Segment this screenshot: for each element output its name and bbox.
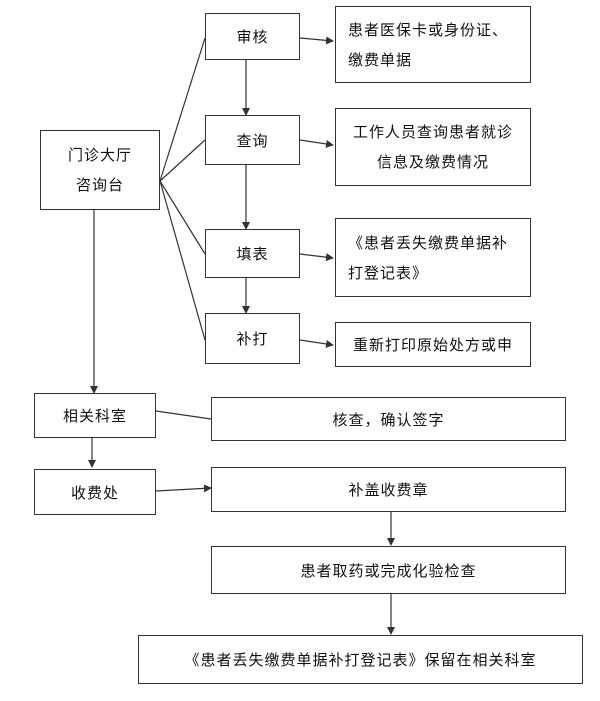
reprint-box: 补打 — [205, 313, 300, 364]
lobby-line-2: 咨询台 — [75, 176, 124, 194]
review-note-box: 患者医保卡或身份证、 缴费单据 — [335, 6, 531, 83]
arrow-review-note — [299, 36, 334, 45]
reprint-note-box: 重新打印原始处方或申 — [335, 322, 531, 367]
fill-box: 填表 — [205, 229, 300, 278]
dept-note-label: 核查，确认签字 — [332, 410, 445, 429]
query-box: 查询 — [205, 115, 300, 165]
arrow-fill-note — [299, 253, 334, 262]
patient-label: 患者取药或完成化验检查 — [300, 561, 477, 580]
fan-line-query — [159, 139, 206, 182]
lobby-box: 门诊大厅 咨询台 — [40, 130, 160, 210]
fan-line-reprint — [159, 180, 206, 341]
fan-line-review — [159, 37, 206, 182]
dept-label: 相关科室 — [62, 407, 127, 425]
patient-box: 患者取药或完成化验检查 — [211, 546, 566, 594]
fan-line-fill — [159, 180, 206, 255]
cashier-note-box: 补盖收费章 — [211, 467, 566, 512]
dept-note-box: 核查，确认签字 — [211, 397, 566, 441]
arrow-query-note — [299, 139, 334, 148]
reprint-note-label: 重新打印原始处方或申 — [352, 336, 513, 354]
query-note-line-1: 工作人员查询患者就诊 — [352, 123, 513, 141]
cashier-box: 收费处 — [34, 469, 156, 515]
cashier-label: 收费处 — [70, 483, 119, 502]
archive-box: 《患者丢失缴费单据补打登记表》保留在相关科室 — [138, 635, 583, 684]
query-note-line-2: 信息及缴费情况 — [376, 153, 489, 171]
query-note-box: 工作人员查询患者就诊 信息及缴费情况 — [335, 108, 531, 186]
fill-note-line-2: 打登记表》 — [348, 263, 429, 282]
review-note-line-1: 患者医保卡或身份证、 — [348, 20, 509, 39]
query-label: 查询 — [236, 131, 269, 150]
lobby-line-1: 门诊大厅 — [67, 146, 132, 164]
fill-note-line-1: 《患者丢失缴费单据补 — [348, 233, 509, 252]
arrow-reprint-note — [299, 339, 334, 348]
reprint-label: 补打 — [236, 330, 269, 348]
arrow-cashier-note — [155, 484, 212, 493]
review-box: 审核 — [205, 13, 300, 60]
review-note-line-2: 缴费单据 — [348, 50, 413, 69]
fill-label: 填表 — [236, 245, 269, 263]
dept-box: 相关科室 — [34, 393, 156, 438]
line-dept-note — [155, 410, 212, 420]
fill-note-box: 《患者丢失缴费单据补 打登记表》 — [335, 218, 531, 297]
review-label: 审核 — [236, 28, 269, 46]
cashier-note-label: 补盖收费章 — [348, 481, 429, 499]
archive-label: 《患者丢失缴费单据补打登记表》保留在相关科室 — [184, 651, 537, 669]
